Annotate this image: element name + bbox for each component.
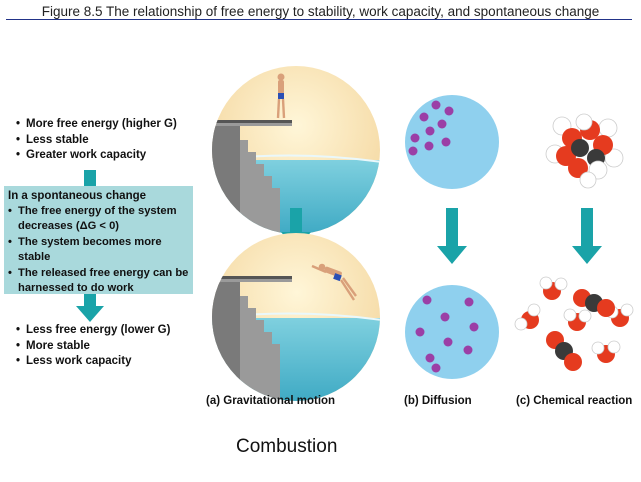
- left-arrow-shaft-top: [84, 170, 96, 188]
- diver-standing: [276, 73, 286, 119]
- box-heading: In a spontaneous change: [8, 190, 147, 202]
- diffusion-dispersed: [405, 285, 499, 379]
- molecule-reactant: [545, 113, 624, 189]
- arrow-b: [437, 208, 467, 264]
- bullet-less-free-energy: Less free energy (lower G): [16, 323, 206, 339]
- spontaneous-change-box: In a spontaneous change The free energy …: [4, 186, 193, 294]
- box-bullets: The free energy of the system decreases …: [8, 204, 189, 296]
- diffusion-concentrated: [405, 95, 499, 189]
- caption-chemical-reaction: (c) Chemical reaction: [516, 395, 633, 407]
- left-arrow-down: [76, 292, 104, 322]
- molecule-products: [514, 276, 634, 371]
- box-bullet-harness-work: The released free energy can be harnesse…: [8, 266, 189, 297]
- higher-energy-bullets: More free energy (higher G) Less stable …: [16, 117, 206, 164]
- bullet-less-stable: Less stable: [16, 133, 206, 149]
- combustion-label: Combustion: [236, 436, 338, 457]
- arrow-c: [572, 208, 602, 264]
- lower-energy-bullets: Less free energy (lower G) More stable L…: [16, 323, 206, 370]
- bullet-more-free-energy: More free energy (higher G): [16, 117, 206, 133]
- diver-scene-bottom: [212, 233, 380, 401]
- caption-gravitational-motion: (a) Gravitational motion: [206, 395, 336, 407]
- diver-diving: [311, 263, 357, 301]
- title-rule: [6, 19, 632, 20]
- bullet-greater-work: Greater work capacity: [16, 148, 206, 164]
- bullet-more-stable: More stable: [16, 339, 206, 355]
- box-bullet-more-stable: The system becomes more stable: [8, 235, 189, 266]
- caption-diffusion: (b) Diffusion: [404, 395, 472, 407]
- bullet-less-work: Less work capacity: [16, 354, 206, 370]
- box-bullet-free-energy-decreases: The free energy of the system decreases …: [8, 204, 189, 235]
- figure-title: Figure 8.5 The relationship of free ener…: [41, 4, 600, 19]
